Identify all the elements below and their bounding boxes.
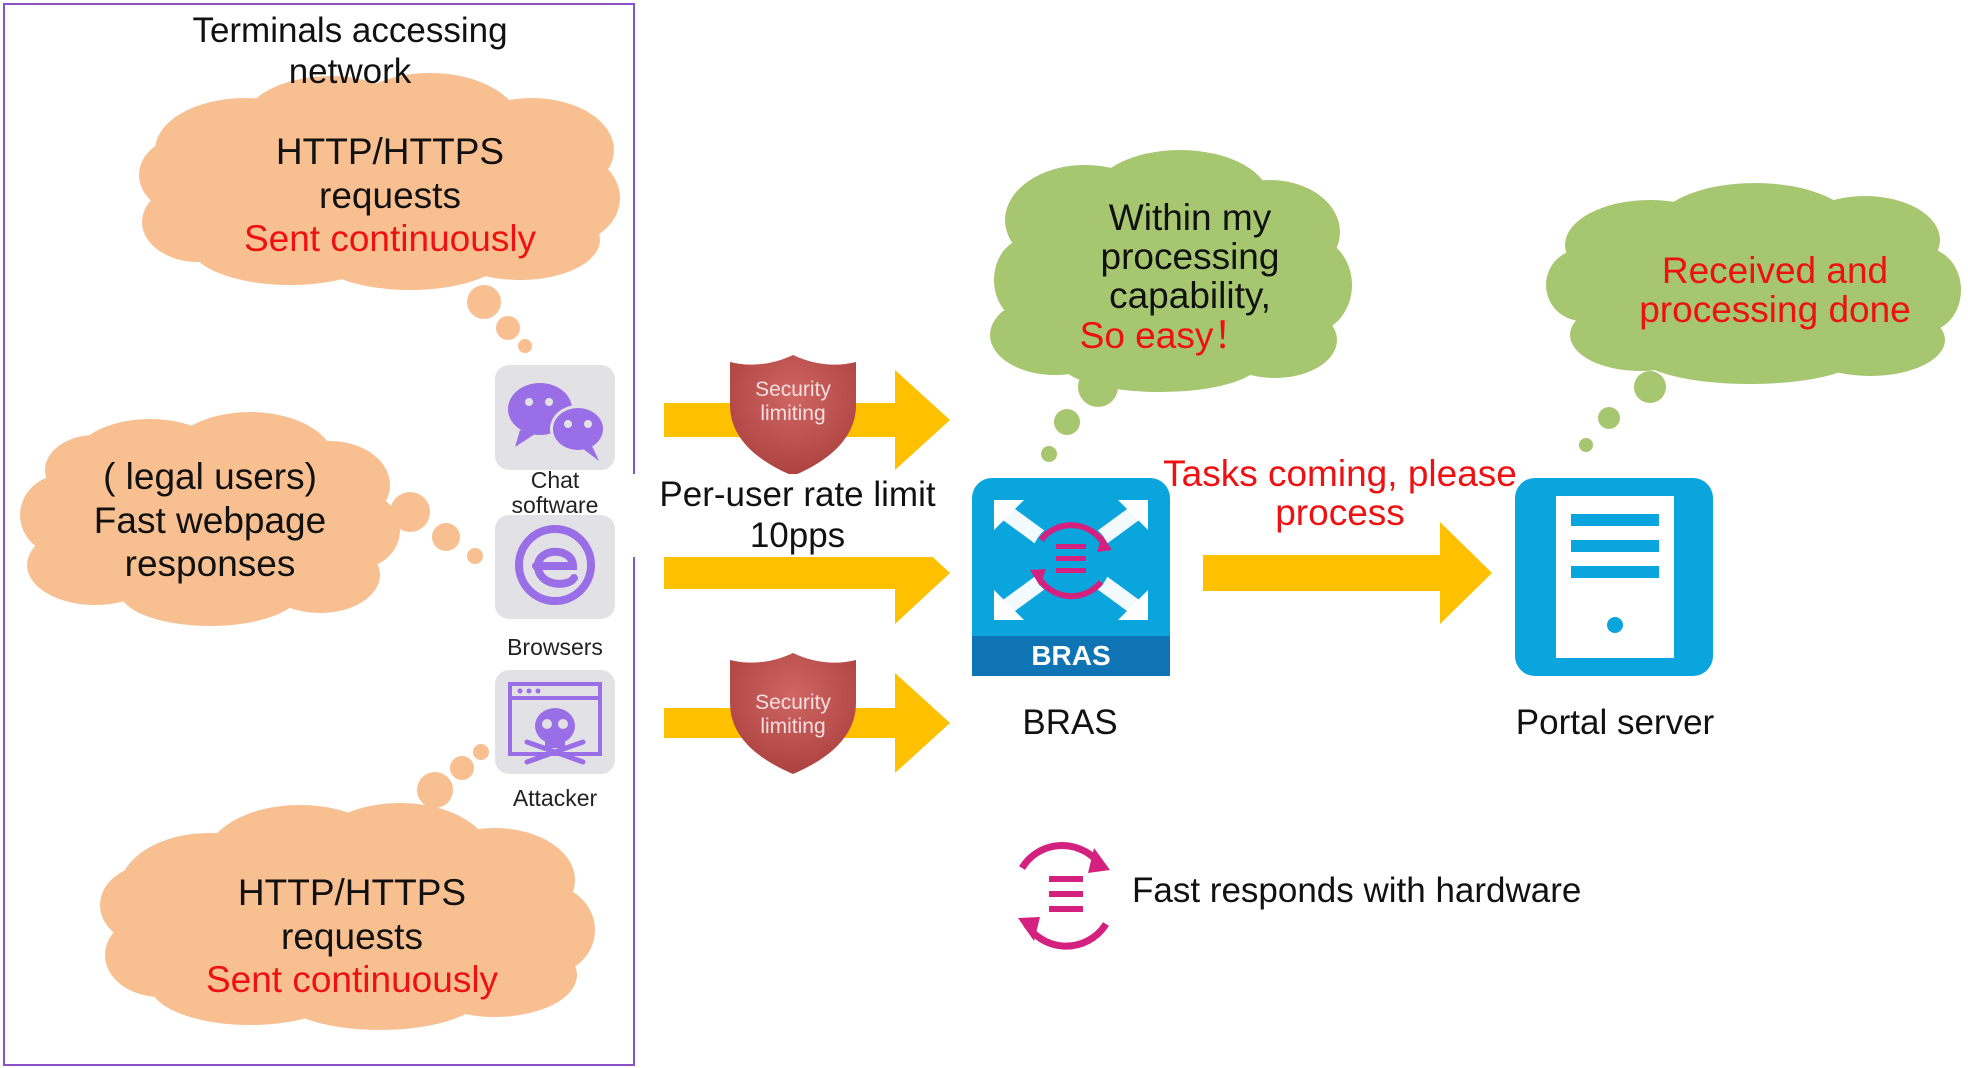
browsers-tile[interactable] <box>495 515 615 619</box>
attacker-tile[interactable] <box>495 670 615 774</box>
skull-crossbones-icon <box>508 682 602 765</box>
shield-bottom-label: Security limiting <box>733 691 853 739</box>
arrow-mid <box>664 522 950 624</box>
cloud-bras-line2: processing <box>1100 236 1280 278</box>
cloud-portal <box>1546 183 1961 452</box>
bras-label: BRAS <box>1022 703 1118 742</box>
shield-top-line2: limiting <box>760 402 826 426</box>
cloud-bras-line3: capability, <box>1109 275 1271 317</box>
bras-badge: BRAS <box>1031 640 1111 671</box>
server-icon <box>1556 496 1674 658</box>
cloud-bras-line1: Within my <box>1108 197 1272 238</box>
bras-corner-arrows <box>994 500 1148 620</box>
cloud-bras-text: Within my processing capability, So easy… <box>1040 198 1340 355</box>
shield-top-line1: Security <box>755 378 831 401</box>
shield-bottom-line1: Security <box>755 691 831 714</box>
cloud-top-left-line2: requests <box>319 174 461 216</box>
wechat-icon <box>508 383 606 461</box>
panel-title: Terminals accessing network <box>140 10 560 93</box>
cloud-portal-line2: processing done <box>1639 288 1911 330</box>
shield-top-label: Security limiting <box>733 378 853 426</box>
security-shield-top <box>730 355 856 476</box>
cloud-bras-line4: So easy！ <box>1079 314 1251 356</box>
cloud-mid-left-line1: ( legal users) <box>103 456 317 497</box>
cloud-top-left-text: HTTP/HTTPS requests Sent continuously <box>200 130 580 261</box>
rate-limit-line2: 10pps <box>749 516 846 556</box>
legend-text: Fast responds with hardware <box>1132 871 1582 910</box>
tasks-coming-text: Tasks coming, please process <box>1150 453 1530 533</box>
bras-device[interactable] <box>972 478 1170 676</box>
panel-title-line2: network <box>288 52 412 92</box>
chat-software-label: Chat software <box>480 467 630 519</box>
tasks-coming-line1: Tasks coming, please <box>1163 453 1517 494</box>
cloud-bras <box>990 150 1352 462</box>
browser-e-icon <box>515 525 595 605</box>
bras-hardware-emblem <box>1030 520 1112 600</box>
attacker-label-text: Attacker <box>512 785 598 811</box>
chat-label-line2: software <box>511 492 599 519</box>
cloud-top-left-line1: HTTP/HTTPS <box>275 131 505 172</box>
browsers-label-text: Browsers <box>507 634 603 660</box>
chat-label-line1: Chat <box>530 467 580 493</box>
arrow-bras-to-portal <box>1203 522 1492 624</box>
tasks-coming-line2: process <box>1275 491 1405 533</box>
rate-limit-text: Per-user rate limit 10pps <box>630 474 965 557</box>
panel-title-line1: Terminals accessing <box>192 11 508 50</box>
hardware-response-icon <box>1018 841 1110 950</box>
cloud-bottom-left-line1: HTTP/HTTPS <box>237 872 467 913</box>
portal-server-device[interactable] <box>1515 478 1713 676</box>
portal-server-label: Portal server <box>1515 703 1715 742</box>
cloud-bottom-left-text: HTTP/HTTPS requests Sent continuously <box>162 871 542 1002</box>
cloud-mid-left <box>20 412 483 626</box>
cloud-bottom-left-line3: Sent continuously <box>205 959 499 1001</box>
cloud-top-left <box>139 73 620 353</box>
cloud-portal-text: Received and processing done <box>1600 250 1950 330</box>
rate-limit-line1: Per-user rate limit <box>659 475 936 514</box>
chat-software-tile[interactable] <box>495 365 615 470</box>
cloud-mid-left-line2: Fast webpage <box>93 499 327 541</box>
cloud-top-left-line3: Sent continuously <box>243 218 537 260</box>
cloud-mid-left-text: ( legal users) Fast webpage responses <box>50 455 370 586</box>
attacker-label: Attacker <box>480 785 630 812</box>
cloud-mid-left-line3: responses <box>124 543 296 585</box>
cloud-bottom-left-line2: requests <box>281 915 423 957</box>
security-shield-bottom <box>730 653 856 774</box>
browsers-label: Browsers <box>480 634 630 661</box>
shield-bottom-line2: limiting <box>760 715 826 739</box>
cloud-bottom-left <box>100 744 595 1030</box>
cloud-portal-line1: Received and <box>1661 250 1889 291</box>
